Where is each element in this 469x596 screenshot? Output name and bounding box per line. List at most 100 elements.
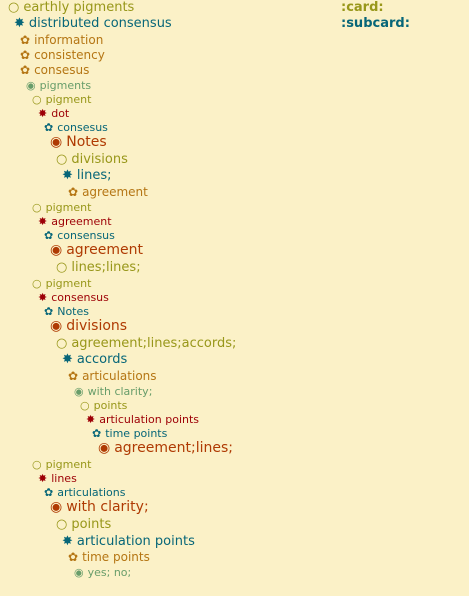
outline-heading[interactable]: ○pigment [32,459,91,470]
heading-bullet-icon: ✿ [20,33,31,47]
heading-bullet-icon: ◉ [74,385,84,398]
heading-bullet-icon: ✸ [38,291,48,304]
outline-heading[interactable]: ○pigment [32,278,91,289]
heading-text: lines; [76,168,112,183]
heading-bullet-icon: ✿ [20,48,31,62]
heading-text: consesus [34,63,90,77]
heading-text: pigment [45,201,92,214]
outline-heading[interactable]: ✿consensus [44,230,115,241]
heading-bullet-icon: ○ [56,152,68,167]
outline-heading[interactable]: ◉agreement;lines; [98,441,233,455]
heading-text: with clarity; [66,499,149,515]
heading-bullet-icon: ✸ [62,168,73,183]
heading-bullet-icon: ✸ [62,352,73,367]
heading-text: pigment [45,93,92,106]
heading-bullet-icon: ✿ [20,63,31,77]
outline-heading[interactable]: ○divisions [56,153,128,166]
outline-heading[interactable]: ◉agreement [50,243,143,257]
heading-text: agreement [66,242,143,258]
heading-bullet-icon: ✿ [44,229,54,242]
heading-text: accords [76,352,128,367]
heading-text: divisions [66,318,128,334]
heading-text: pigments [39,79,92,92]
outline-heading[interactable]: ◉yes; no; [74,567,131,578]
heading-text: distributed consensus [28,16,172,31]
outline-heading[interactable]: ✸lines; [62,169,112,182]
card-tag: :card: [341,0,384,15]
outline-heading[interactable]: ✿agreement [68,186,148,198]
outline-heading[interactable]: ✸dot [38,108,69,119]
outline-heading[interactable]: ✸articulation points [62,535,195,548]
heading-text: Notes [66,134,107,150]
heading-text: lines [51,472,77,485]
heading-text: with clarity; [87,385,153,398]
heading-bullet-icon: ◉ [50,318,63,334]
heading-text: dot [51,107,70,120]
heading-text: agreement [51,215,112,228]
heading-text: articulations [57,486,126,499]
outline-heading[interactable]: ✿articulations [68,370,157,382]
heading-bullet-icon: ◉ [98,440,111,456]
outline-heading[interactable]: ✸accords [62,353,127,366]
outline-heading[interactable]: ○lines;lines; [56,261,141,274]
outline-heading[interactable]: ✸distributed consensus [14,17,172,30]
heading-text: yes; no; [87,566,132,579]
heading-bullet-icon: ○ [80,399,90,412]
heading-bullet-icon: ○ [32,93,42,106]
outline-heading[interactable]: ◉Notes [50,135,107,149]
heading-bullet-icon: ◉ [50,499,63,515]
outline-heading[interactable]: ✿consesus [20,64,89,76]
heading-bullet-icon: ✿ [44,486,54,499]
heading-bullet-icon: ✿ [44,305,54,318]
outline-heading[interactable]: ◉divisions [50,319,127,333]
heading-bullet-icon: ✿ [44,121,54,134]
heading-bullet-icon: ○ [8,0,20,15]
heading-text: articulations [82,369,157,383]
heading-text: time points [105,427,168,440]
heading-text: consensus [57,229,115,242]
outline-heading[interactable]: ✸consensus [38,292,109,303]
heading-text: divisions [71,152,128,167]
heading-text: time points [82,550,150,564]
heading-bullet-icon: ✸ [86,413,96,426]
heading-text: articulation points [76,534,195,549]
outline-heading[interactable]: ✿time points [92,428,167,439]
outline-heading[interactable]: ○pigment [32,94,91,105]
outline-heading[interactable]: ○pigment [32,202,91,213]
heading-bullet-icon: ○ [56,517,68,532]
outline-heading[interactable]: ✿time points [68,551,150,563]
heading-text: agreement;lines; [114,440,233,456]
heading-bullet-icon: ✸ [38,472,48,485]
heading-bullet-icon: ○ [32,201,42,214]
heading-text: Notes [57,305,89,318]
heading-text: points [93,399,128,412]
heading-text: agreement [82,185,148,199]
heading-bullet-icon: ✿ [68,185,79,199]
outline-heading[interactable]: ◉with clarity; [50,500,149,514]
outline-heading[interactable]: ✸articulation points [86,414,199,425]
outline-heading[interactable]: ✿consistency [20,49,105,61]
outline-heading[interactable]: ✿articulations [44,487,125,498]
outline-heading[interactable]: ○points [80,400,127,411]
outline-heading[interactable]: ✸lines [38,473,77,484]
outline-heading[interactable]: ✿consesus [44,122,108,133]
outline-heading[interactable]: ○points [56,518,111,531]
heading-bullet-icon: ✿ [68,550,79,564]
outline-heading[interactable]: ◉with clarity; [74,386,152,397]
heading-bullet-icon: ◉ [50,134,63,150]
heading-text: consesus [57,121,108,134]
outline-heading[interactable]: ◉pigments [26,80,91,91]
outline-heading[interactable]: ✿Notes [44,306,89,317]
subcard-tag: :subcard: [341,16,410,31]
outline-heading[interactable]: ✸agreement [38,216,112,227]
heading-text: pigment [45,458,92,471]
outline-heading[interactable]: ○agreement;lines;accords; [56,337,236,350]
heading-text: articulation points [99,413,200,426]
outline-heading[interactable]: ○earthly pigments [8,1,134,14]
heading-bullet-icon: ◉ [26,79,36,92]
outline-heading[interactable]: ✿information [20,34,103,46]
heading-bullet-icon: ✸ [14,16,25,31]
heading-bullet-icon: ◉ [50,242,63,258]
heading-bullet-icon: ✿ [68,369,79,383]
heading-text: consensus [51,291,109,304]
